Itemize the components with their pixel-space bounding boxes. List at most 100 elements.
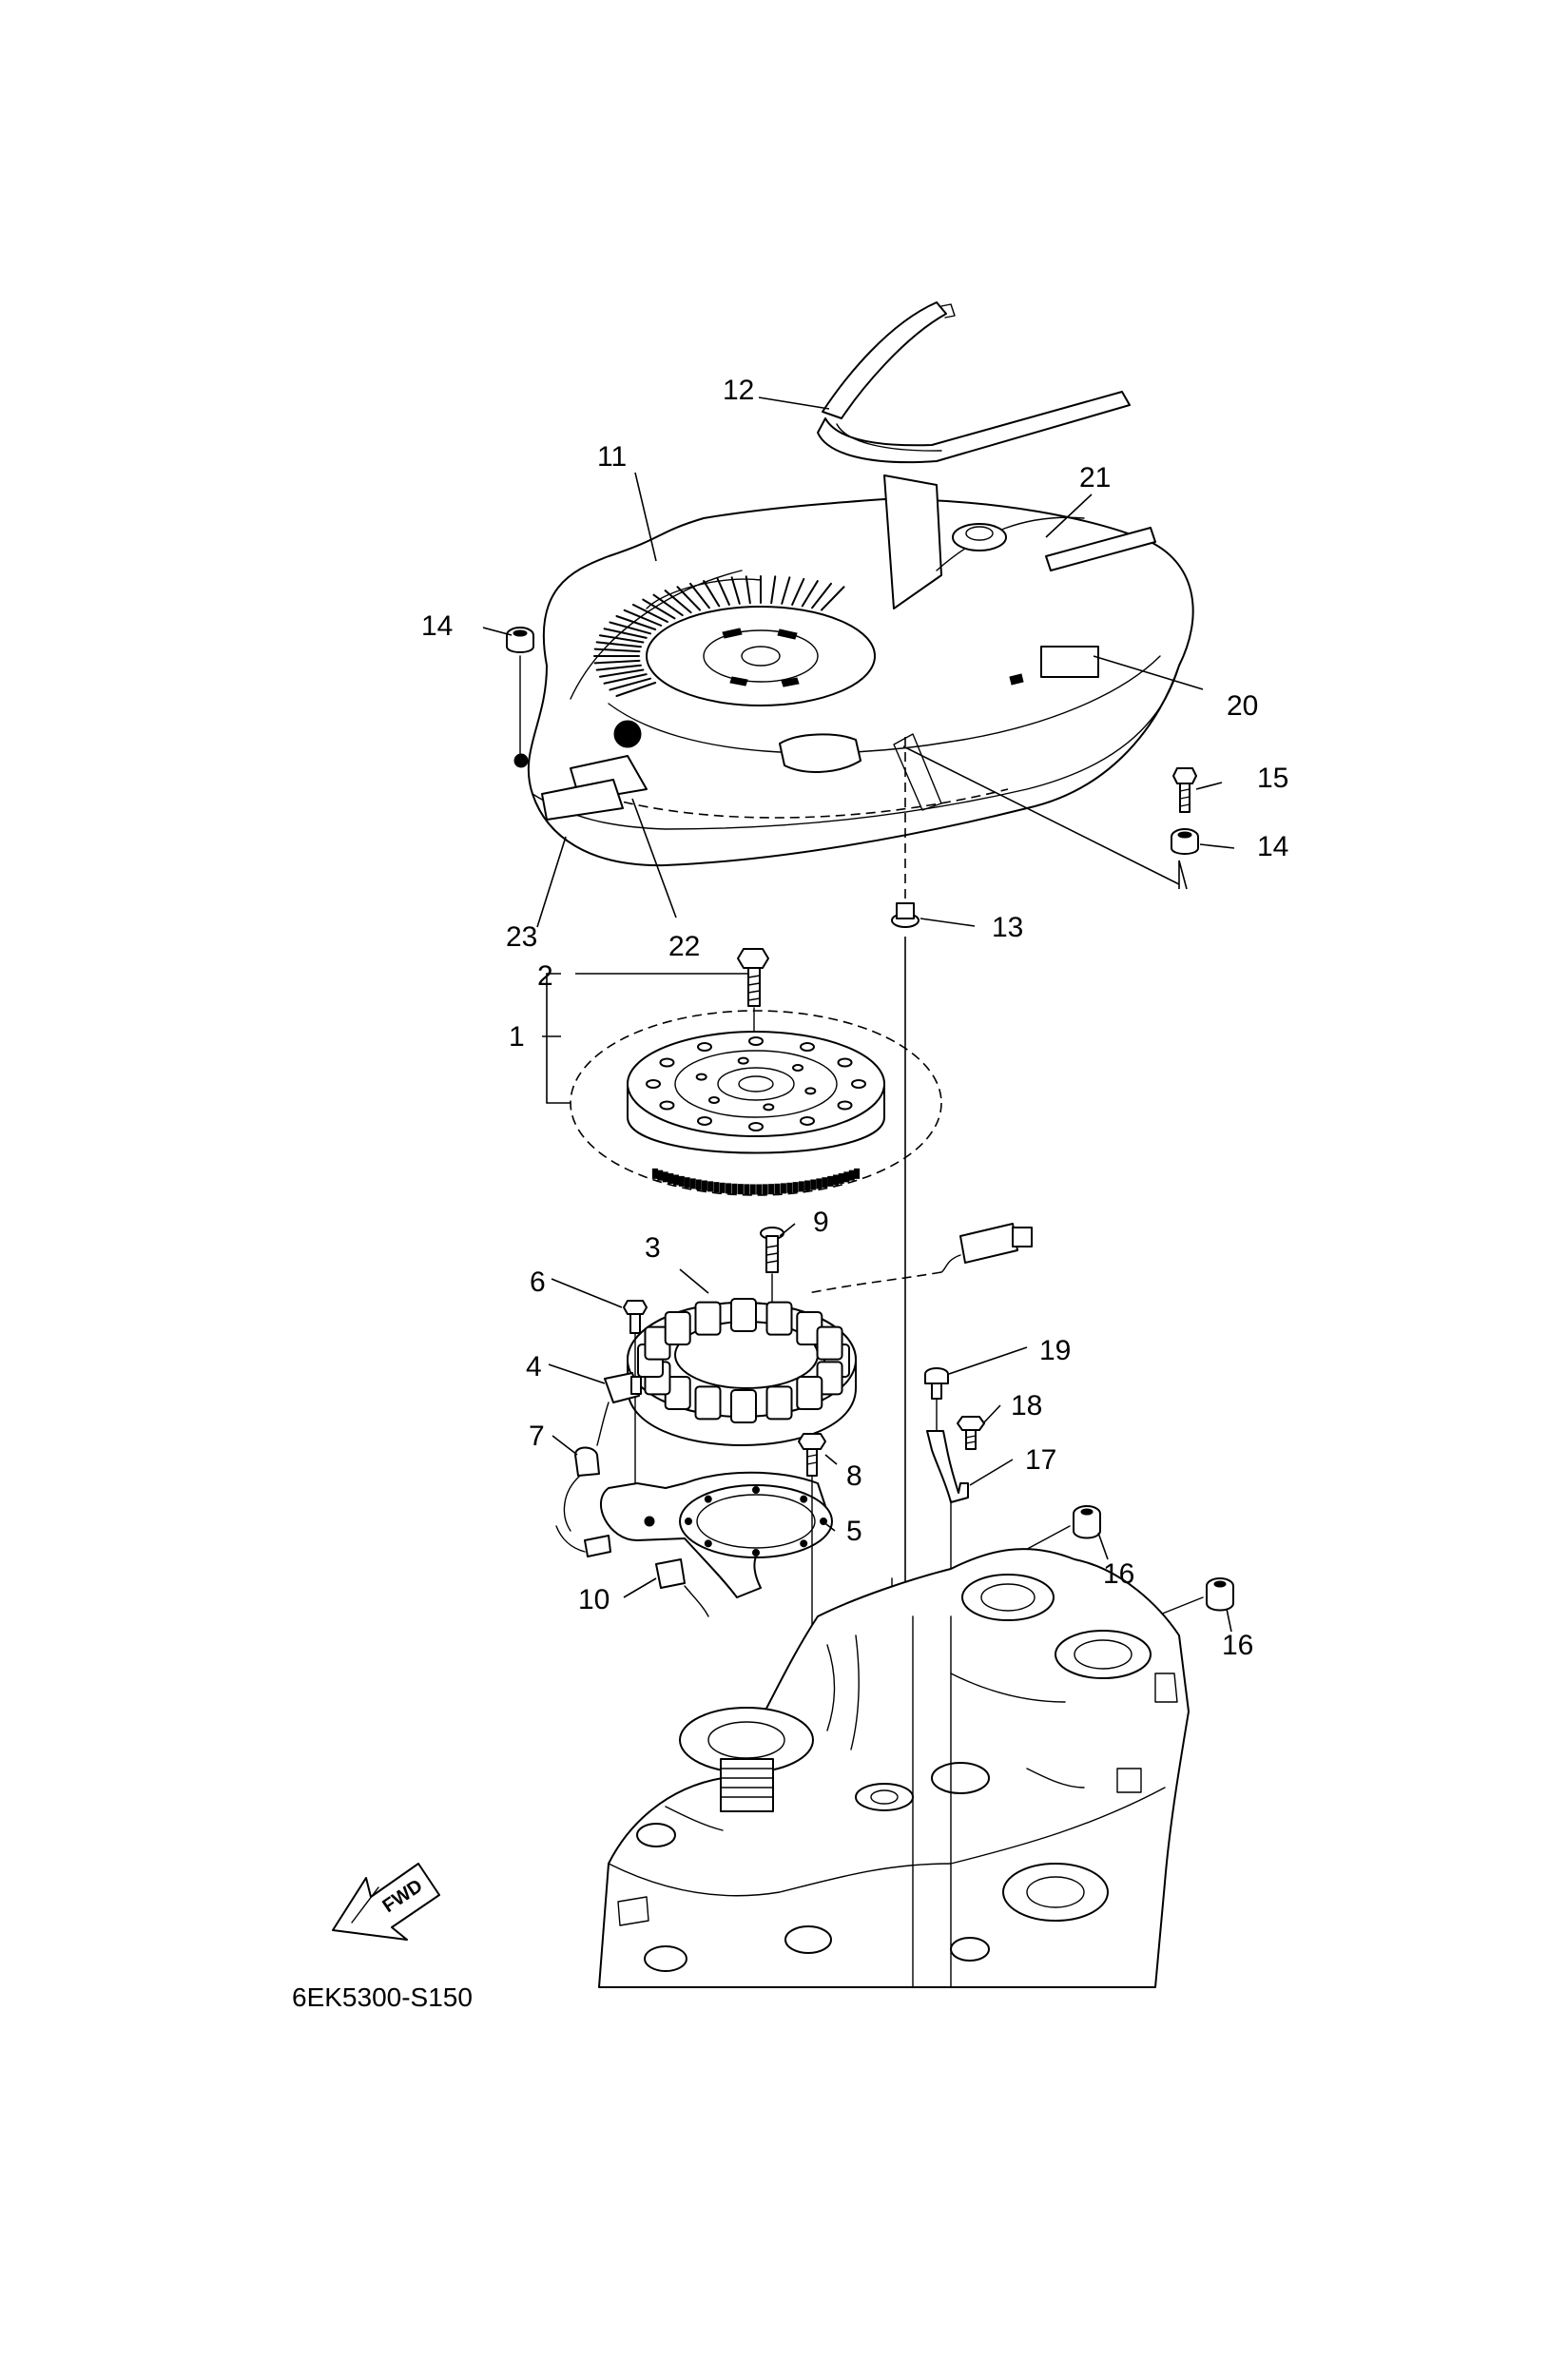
callout-19: 19 <box>1039 1335 1071 1366</box>
coil <box>765 1301 793 1336</box>
base-hole <box>800 1495 808 1503</box>
fin <box>631 604 668 624</box>
gear-tooth <box>786 1182 793 1193</box>
gear-tooth <box>737 1184 744 1195</box>
flywheel-cover-part-11 <box>513 474 1194 867</box>
base-hole <box>800 1539 808 1548</box>
callout-16-right: 16 <box>1222 1630 1253 1661</box>
gear-tooth <box>657 1170 664 1181</box>
callout-12: 12 <box>723 375 754 406</box>
fin <box>703 580 721 608</box>
gear-tooth <box>827 1175 834 1187</box>
callout-14-lower: 14 <box>1257 831 1288 862</box>
stator-coils <box>637 1298 850 1423</box>
fin <box>821 586 845 611</box>
fin <box>615 615 657 630</box>
stator-part-3 <box>627 1298 857 1446</box>
gear-tooth <box>774 1183 781 1194</box>
collar-part-13 <box>891 737 920 928</box>
coil <box>816 1325 843 1361</box>
gear-tooth <box>695 1179 702 1190</box>
gear-tooth <box>719 1182 726 1193</box>
bolt-hole <box>659 1057 675 1068</box>
coil <box>765 1385 793 1421</box>
callout-9: 9 <box>813 1207 829 1238</box>
gear-tooth <box>713 1182 720 1193</box>
callout-6: 6 <box>530 1267 546 1298</box>
gear-tooth <box>726 1183 732 1194</box>
callout-13: 13 <box>992 912 1023 943</box>
gear-tooth <box>749 1184 756 1195</box>
grommet-part-16-left <box>1007 1505 1101 1560</box>
callout-labels: 12 11 21 14 20 15 14 23 22 13 2 1 9 3 6 … <box>421 375 1288 1661</box>
coil <box>796 1375 823 1410</box>
bracket-part-17 <box>926 1430 969 1570</box>
coil <box>730 1389 757 1423</box>
callout-2: 2 <box>537 960 553 992</box>
fin <box>609 621 651 635</box>
fin <box>791 577 805 606</box>
bolt-hole <box>748 1036 764 1046</box>
gear-tooth <box>768 1184 775 1195</box>
fin <box>623 609 663 627</box>
fin <box>615 682 657 697</box>
fin <box>603 628 648 639</box>
callout-21: 21 <box>1079 462 1111 493</box>
pulser-coil-part-4 <box>596 1372 642 1446</box>
sensor-part-10 <box>655 1558 709 1617</box>
gear-tooth <box>822 1177 828 1189</box>
fin <box>652 593 684 617</box>
gear-tooth <box>838 1172 844 1184</box>
gear-tooth <box>744 1184 750 1195</box>
gear-tooth <box>684 1177 690 1189</box>
gear-tooth <box>804 1180 811 1191</box>
fin <box>642 598 676 620</box>
fin <box>745 575 751 605</box>
gear-tooth <box>651 1168 658 1179</box>
inner-hole <box>804 1087 817 1095</box>
base-hole <box>704 1495 712 1503</box>
callout-8: 8 <box>846 1460 862 1492</box>
fin <box>676 586 701 611</box>
bolt-part-2 <box>737 948 769 1047</box>
grommet-part-14-upper <box>506 627 534 757</box>
gear-tooth <box>756 1184 763 1195</box>
gear-tooth <box>668 1172 674 1184</box>
gear-tooth <box>843 1171 850 1183</box>
callout-15: 15 <box>1257 763 1288 794</box>
fin <box>595 664 642 671</box>
base-hole <box>752 1486 760 1494</box>
grommet-part-16-right <box>1154 1577 1234 1617</box>
flywheel-bolt-holes <box>646 1036 866 1131</box>
fin <box>811 582 832 609</box>
flywheel-part-1 <box>570 1010 942 1196</box>
bolt-hole <box>748 1122 764 1131</box>
callout-leaders <box>482 396 1235 1633</box>
bolt-hole <box>800 1042 815 1053</box>
fin <box>770 575 777 605</box>
engine-block <box>598 1548 1190 1988</box>
ring-gear-teeth <box>651 1168 861 1195</box>
gear-tooth <box>762 1184 768 1195</box>
gear-tooth <box>673 1174 680 1186</box>
gear-tooth <box>780 1183 786 1194</box>
bolt-part-19 <box>924 1367 949 1432</box>
base-hole <box>752 1549 760 1557</box>
callout-10: 10 <box>578 1584 610 1615</box>
callout-4: 4 <box>526 1351 542 1383</box>
gear-tooth <box>689 1178 696 1189</box>
callout-17: 17 <box>1025 1444 1056 1476</box>
fin <box>781 576 791 605</box>
forward-arrow-icon: FWD <box>332 1863 440 1941</box>
fin <box>593 648 641 653</box>
fin <box>603 673 648 685</box>
gear-tooth <box>810 1179 817 1190</box>
bolt-hole <box>659 1100 675 1111</box>
gear-tooth <box>707 1181 714 1192</box>
fin <box>609 677 651 691</box>
callout-16-left: 16 <box>1103 1558 1134 1590</box>
callout-3: 3 <box>645 1232 661 1264</box>
bolt-hole <box>851 1079 866 1089</box>
callout-7: 7 <box>529 1421 545 1452</box>
bolt-hole <box>837 1057 853 1068</box>
